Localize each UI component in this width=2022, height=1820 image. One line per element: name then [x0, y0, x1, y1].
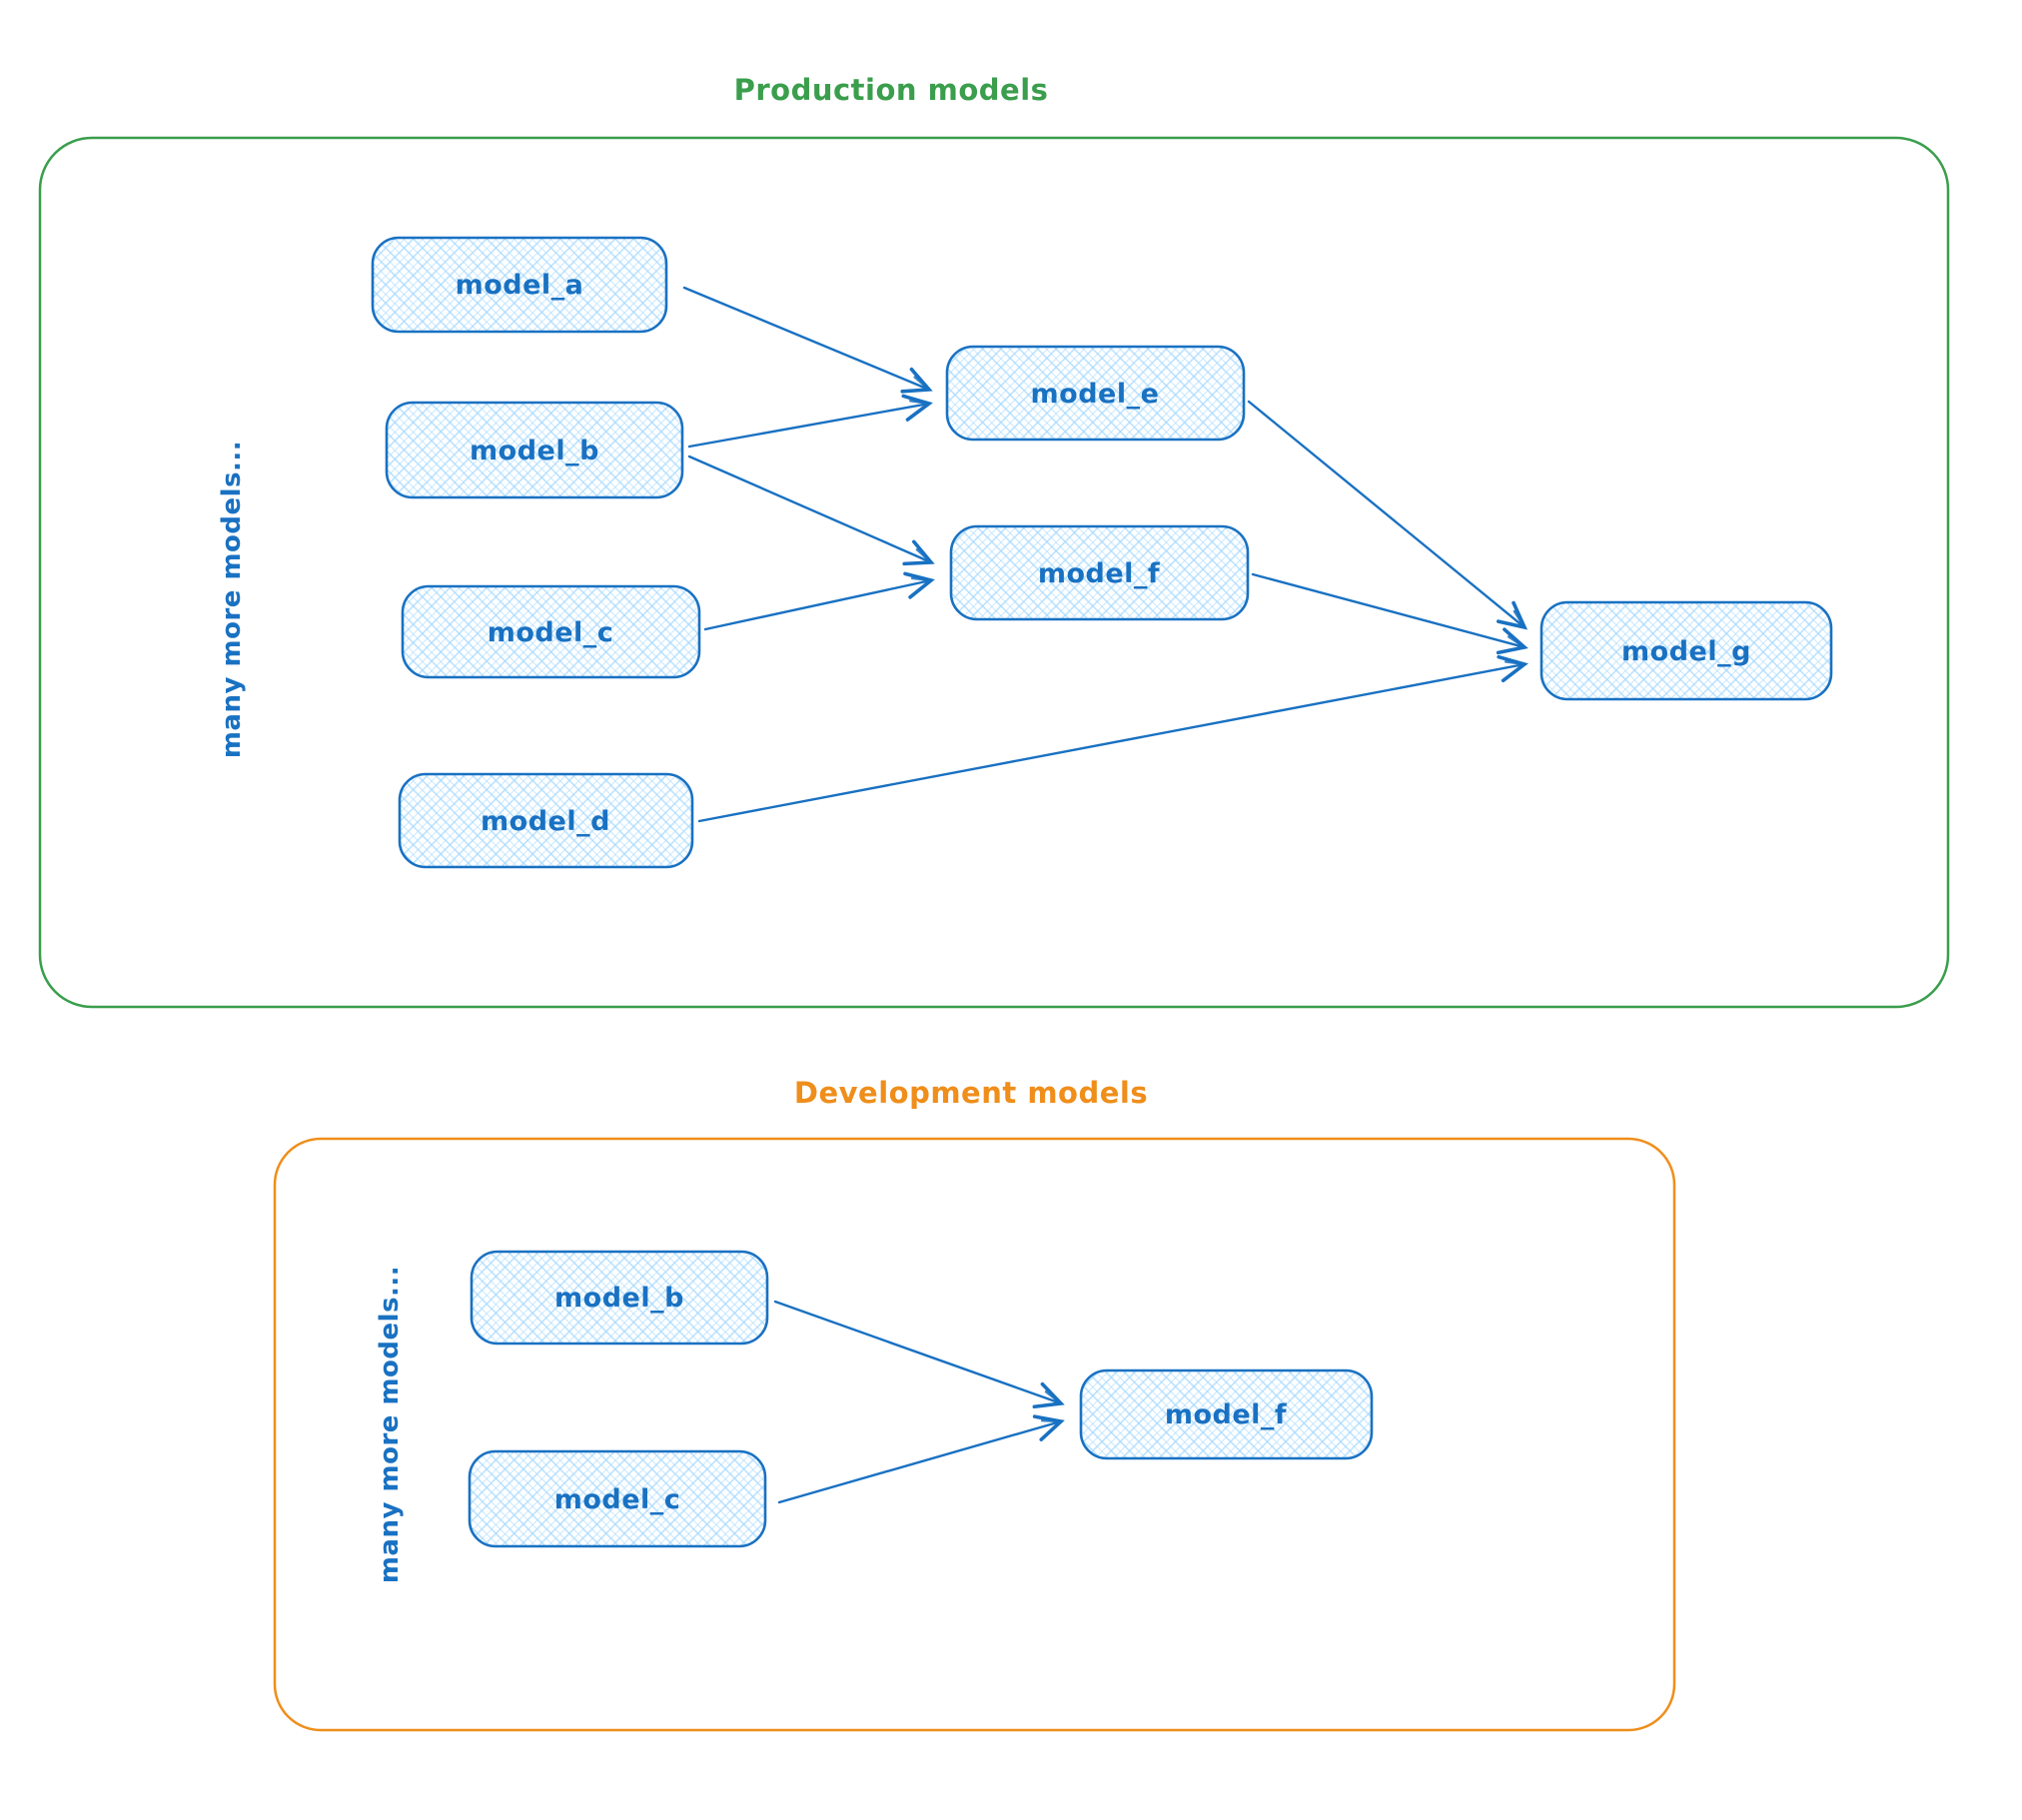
node-label: model_b	[554, 1283, 684, 1314]
arrow-model-c-to-model-f	[703, 571, 935, 631]
node-box	[398, 772, 694, 869]
production-arrows	[682, 286, 1528, 823]
node-box	[949, 524, 1250, 621]
arrow-model-d-to-model-g	[697, 654, 1528, 823]
production-container	[38, 136, 1950, 1009]
node-development-model-f: model_f	[1079, 1368, 1374, 1460]
development-side-label: many more models...	[375, 1266, 405, 1583]
node-box	[401, 584, 701, 679]
node-production-model-b: model_b	[385, 401, 684, 499]
node-production-model-a: model_a	[371, 236, 668, 334]
node-box	[470, 1250, 769, 1346]
development-container	[273, 1137, 1676, 1732]
node-production-model-c: model_c	[401, 584, 701, 679]
production-side-label: many more models...	[217, 441, 247, 758]
production-section-title: Production models	[734, 73, 1049, 107]
node-development-model-b: model_b	[470, 1250, 769, 1346]
node-box	[371, 236, 668, 334]
node-label: model_f	[1165, 1399, 1287, 1430]
node-box	[468, 1449, 767, 1548]
development-section-title: Development models	[794, 1076, 1148, 1110]
node-production-model-f: model_f	[949, 524, 1250, 621]
arrow-model-e-to-model-g	[1247, 400, 1528, 630]
node-box	[945, 345, 1246, 442]
node-development-model-c: model_c	[468, 1449, 767, 1548]
node-label: model_g	[1621, 636, 1751, 667]
node-box	[385, 401, 684, 499]
node-label: model_c	[488, 617, 614, 648]
node-box	[1539, 600, 1833, 701]
node-label: model_e	[1031, 379, 1160, 410]
node-production-model-e: model_e	[945, 345, 1246, 442]
node-box	[1079, 1368, 1374, 1460]
arrow-dev-model-b-to-model-f	[773, 1300, 1065, 1409]
arrow-model-a-to-model-e	[682, 286, 933, 394]
node-production-model-d: model_d	[398, 772, 694, 869]
arrow-model-b-to-model-e	[687, 394, 933, 449]
development-arrows	[773, 1300, 1065, 1504]
arrow-model-f-to-model-g	[1251, 572, 1528, 655]
node-label: model_d	[481, 806, 610, 837]
node-label: model_b	[470, 436, 599, 466]
node-label: model_c	[554, 1484, 681, 1515]
node-label: model_a	[456, 270, 584, 301]
arrow-model-b-to-model-f	[687, 455, 935, 566]
node-label: model_f	[1038, 558, 1160, 589]
arrow-dev-model-c-to-model-f	[777, 1414, 1065, 1504]
node-production-model-g: model_g	[1539, 600, 1833, 701]
